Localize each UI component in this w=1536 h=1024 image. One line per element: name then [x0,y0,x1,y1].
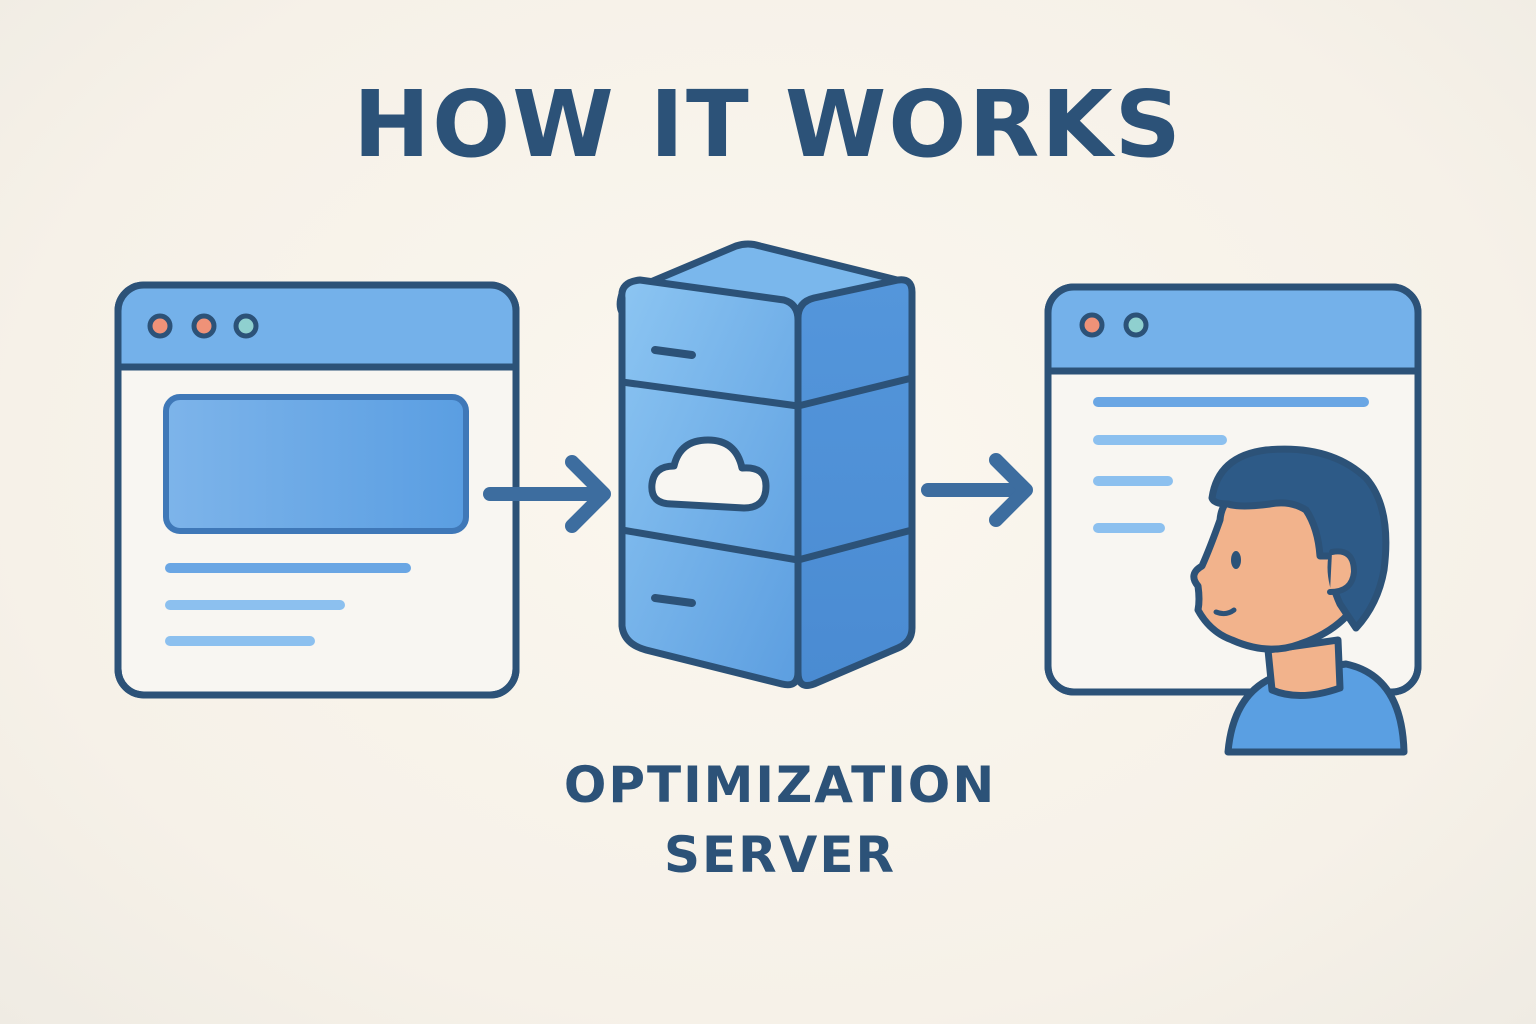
drive-slot [651,346,696,359]
server-label-line2: SERVER [663,826,897,884]
server-label-line1: OPTIMIZATION [563,756,997,814]
output-window-titlebar [1048,287,1418,371]
server-icon [616,240,916,689]
page-title: HOW IT WORKS [353,71,1183,178]
server-label: OPTIMIZATION SERVER [480,750,1080,890]
person-eye [1231,551,1241,569]
person-icon [1190,445,1408,756]
window-dot-icon [191,313,217,339]
drive-slot [651,594,696,607]
arrow-right-icon [483,455,611,533]
window-dot-icon [1079,312,1105,338]
window-dot-icon [147,313,173,339]
source-window-titlebar [118,285,516,367]
window-dot-icon [1123,312,1149,338]
content-block [163,394,469,534]
arrow-right-icon [921,453,1033,527]
cloud-icon [648,436,770,512]
server-side [794,276,916,689]
window-dot-icon [233,313,259,339]
source-browser-window [114,281,520,699]
